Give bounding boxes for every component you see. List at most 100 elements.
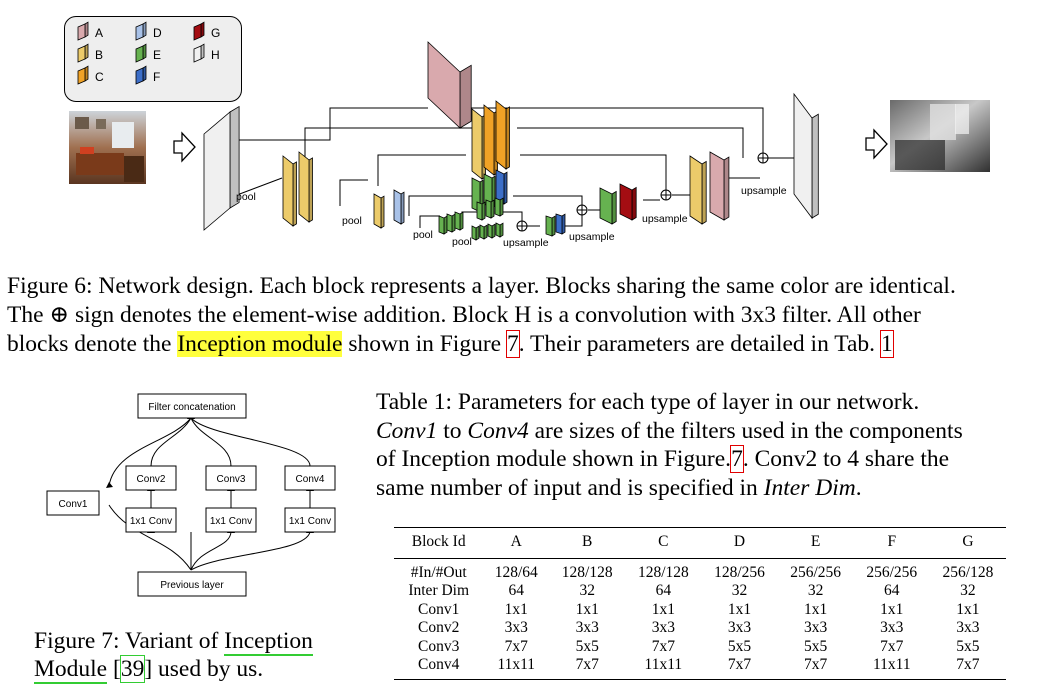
table-cell: 5x5 — [956, 637, 980, 655]
addition-nodes — [516, 152, 769, 232]
previous-layer-node: Previous layer — [160, 580, 224, 591]
caption-text: . Conv2 to 4 share the — [742, 446, 950, 472]
depth-output-image — [890, 100, 990, 172]
network-block-e — [487, 223, 496, 239]
column-header: D — [701, 527, 778, 559]
table-cell: 1x1 — [575, 600, 599, 618]
module-link[interactable]: Module — [34, 656, 108, 684]
legend-swatch-f — [135, 65, 147, 85]
upsample-label: upsample — [741, 185, 787, 197]
network-block-b — [471, 108, 486, 180]
citation-link[interactable]: 39 — [119, 655, 146, 683]
legend-label: E — [153, 48, 161, 62]
upsample-label: upsample — [569, 231, 615, 243]
network-block-e — [438, 215, 448, 235]
column-header: G — [929, 527, 1006, 559]
table-cell: 5x5 — [575, 637, 599, 655]
network-block-e — [479, 224, 488, 240]
network-block-d — [393, 189, 405, 225]
network-block-h — [793, 92, 819, 220]
table-cell: 7x7 — [929, 656, 1006, 680]
network-block-e — [446, 213, 456, 233]
figure-ref-link[interactable]: 7 — [505, 330, 520, 358]
network-block-e — [471, 225, 480, 241]
caption-line: blocks denote the Inception module shown… — [7, 330, 956, 359]
conv1x1-node: 1x1 Conv — [289, 516, 331, 527]
network-block-e — [485, 199, 495, 219]
table-cell: 7x7 — [701, 656, 778, 680]
row-label: Conv1 — [418, 600, 460, 618]
caption-text: shown in Figure — [342, 331, 507, 357]
legend-label: B — [95, 48, 103, 62]
row-label: Conv4 — [394, 656, 484, 680]
column-header: A — [483, 527, 550, 559]
conv1x1-node: 1x1 Conv — [130, 516, 172, 527]
caption-text: to — [437, 417, 468, 444]
figure-ref-link[interactable]: 7 — [730, 445, 744, 473]
table-cell: 5x5 — [804, 637, 828, 655]
conv3-node: Conv3 — [217, 474, 246, 485]
table-cell: 256/128 — [942, 563, 994, 581]
caption-text: blocks denote the — [7, 331, 178, 357]
caption-line: The ⊕ sign denotes the element-wise addi… — [7, 302, 921, 328]
legend-swatch-d — [135, 21, 147, 41]
network-block-f — [495, 169, 508, 205]
caption-text: of Inception module shown in Figure. — [376, 446, 732, 472]
figure6-caption: Figure 6: Network design. Each block rep… — [7, 272, 956, 359]
table-cell: 7x7 — [880, 637, 904, 655]
table-cell: 7x7 — [651, 637, 675, 655]
caption-line: Figure 6: Network design. Each block rep… — [7, 273, 956, 299]
caption-italic: Conv4 — [467, 417, 529, 444]
caption-text: same number of input and is specified in — [376, 474, 764, 501]
table-cell: 11x11 — [625, 656, 702, 680]
network-block-b — [282, 155, 297, 227]
table-cell: 128/128 — [637, 563, 689, 581]
table1-caption: Table 1: Parameters for each type of lay… — [376, 388, 963, 502]
table-cell: 3x3 — [804, 619, 828, 636]
table-cell: 11x11 — [483, 656, 550, 680]
caption-text: . Their parameters are detailed in Tab. — [518, 331, 881, 357]
column-header: F — [853, 527, 930, 559]
caption-italic: Conv1 — [376, 417, 438, 444]
legend-swatch-b — [77, 43, 89, 63]
legend-swatch-e — [135, 43, 147, 63]
caption-line: of Inception module shown in Figure.7. C… — [376, 445, 963, 474]
caption-line: Conv1 to Conv4 are sizes of the filters … — [376, 417, 963, 446]
network-block-e — [599, 187, 617, 225]
table-cell: 32 — [731, 582, 748, 599]
network-block-c — [483, 104, 498, 176]
filter-concat-node: Filter concatenation — [148, 402, 235, 413]
caption-line: same number of input and is specified in… — [376, 474, 963, 503]
conv4-node: Conv4 — [296, 474, 325, 485]
network-block-e — [494, 197, 504, 217]
column-header: E — [777, 527, 854, 559]
upsample-label: upsample — [642, 213, 688, 225]
inception-link[interactable]: Inception — [224, 628, 313, 656]
caption-italic: Inter Dim — [763, 474, 856, 501]
output-arrow-icon — [865, 128, 888, 160]
table-cell: 128/64 — [494, 563, 538, 581]
table-cell: 3x3 — [956, 619, 980, 636]
table-cell: 5x5 — [727, 637, 752, 655]
highlighted-term: Inception module — [177, 331, 343, 357]
caption-line: Module [39] used by us. — [34, 655, 313, 684]
table-cell: 32 — [960, 582, 976, 599]
table-cell: 11x11 — [853, 656, 930, 680]
pool-label: pool — [236, 191, 256, 203]
legend-label: G — [211, 26, 220, 40]
legend-label: H — [211, 48, 220, 62]
conv1x1-node: 1x1 Conv — [210, 516, 252, 527]
network-block-f — [555, 213, 566, 235]
legend-label: A — [95, 26, 103, 40]
caption-text: are sizes of the filters used in the com… — [528, 417, 963, 444]
network-block-b — [298, 151, 313, 223]
network-block-g — [619, 183, 637, 221]
table-ref-link[interactable]: 1 — [879, 330, 894, 358]
input-arrow-icon — [173, 131, 196, 163]
network-block-e — [476, 201, 486, 221]
